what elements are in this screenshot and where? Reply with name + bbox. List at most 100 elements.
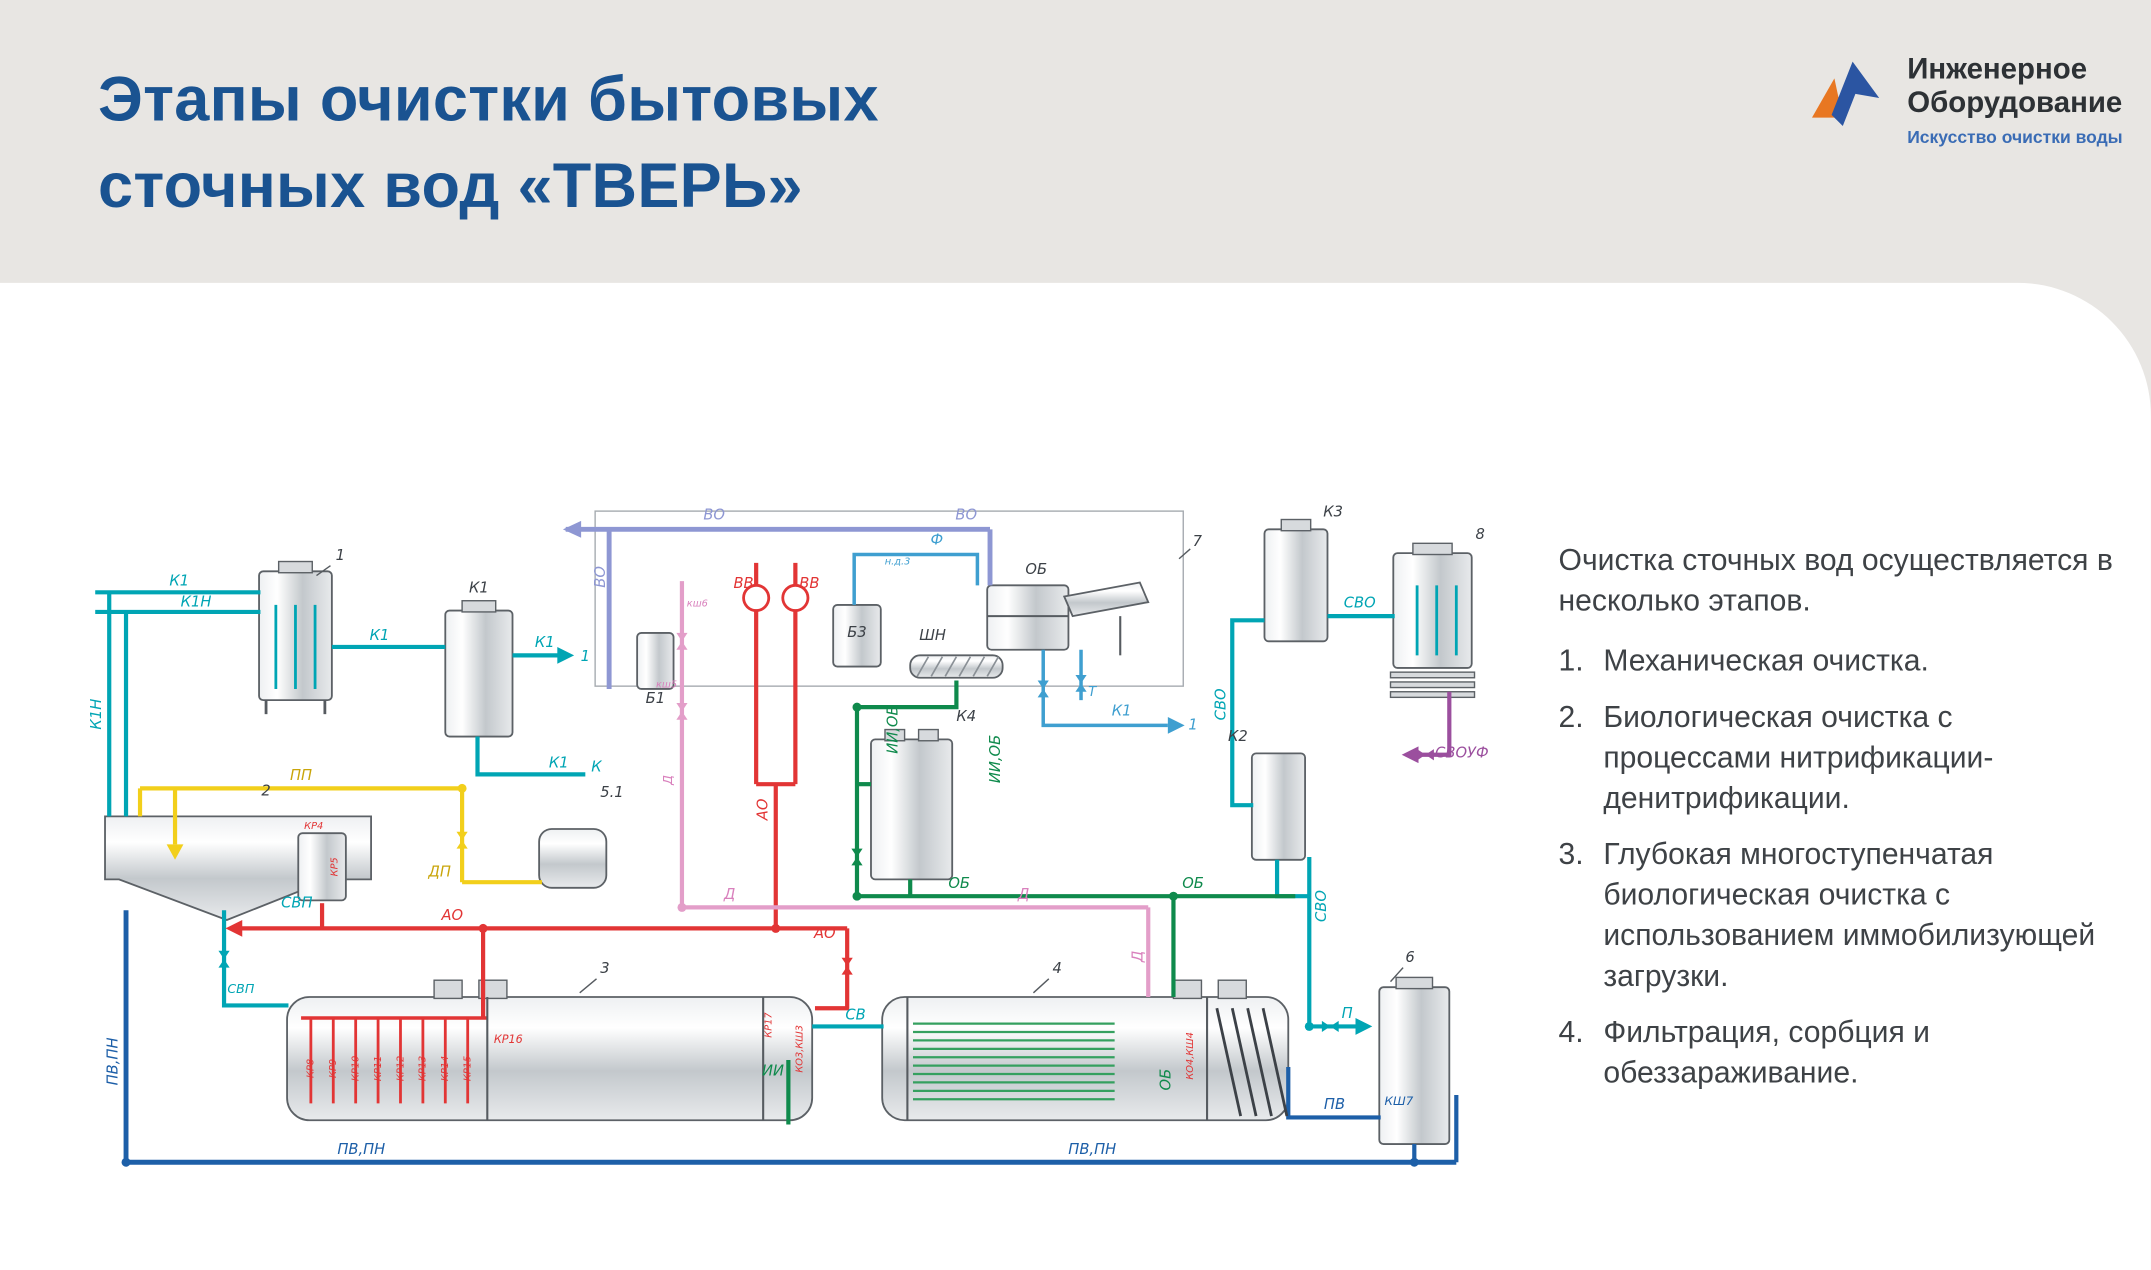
diagram-label: кш6 — [687, 598, 708, 609]
pipe — [944, 656, 958, 677]
diagram-label: ВВ — [799, 575, 819, 592]
diagram-label: Т — [1088, 685, 1097, 700]
diagram-label: ДП — [427, 864, 451, 881]
pipe-junction — [1409, 1157, 1419, 1167]
step-item: 1.Механическая очистка. — [1558, 644, 1929, 678]
description-panel: Очистка сточных вод осуществляется в нес… — [1559, 541, 2122, 1110]
diagram-label: КР16 — [494, 1033, 523, 1046]
diagram-label: К1 — [169, 572, 189, 589]
diagram-label: Д — [1017, 886, 1029, 903]
pipe-fitting — [166, 844, 184, 860]
diagram-label: 1 — [336, 547, 345, 564]
step-item: 2.Биологическая очистка с процессами нит… — [1558, 700, 1994, 815]
company-name-line-1: Инженерное — [1907, 53, 2088, 86]
tank — [986, 584, 1070, 651]
diagram-label: 1 — [1188, 717, 1197, 734]
tank-cap — [277, 560, 313, 574]
diagram-label: 2 — [261, 782, 270, 799]
pipe — [958, 656, 972, 677]
diagram-label: К1Н — [88, 699, 105, 730]
tank-cap — [1217, 979, 1247, 1000]
tank-cap — [461, 600, 497, 613]
step-item: 4.Фильтрация, сорбция и обеззараживание. — [1558, 1015, 1931, 1090]
company-logo: Инженерное Оборудование Искусство очистк… — [1804, 53, 2123, 147]
diagram-label: КО4,КШ4 — [1185, 1032, 1196, 1080]
diagram-label: 8 — [1475, 526, 1484, 543]
pipe-fitting — [225, 919, 243, 937]
diagram-label: ИИ,ОБ — [987, 735, 1004, 783]
intro-text: Очистка сточных вод осуществляется в нес… — [1558, 543, 2113, 618]
tank — [881, 996, 1290, 1122]
logo-blue-arrow — [1831, 61, 1880, 127]
diagram-label: СВП — [281, 894, 312, 911]
pipe-junction — [677, 902, 687, 912]
diagram-label: ПВ — [1324, 1096, 1345, 1113]
tank — [832, 604, 882, 668]
diagram-label: Д — [1130, 951, 1147, 963]
diagram-label: К4 — [956, 708, 976, 725]
tank-cap — [1412, 542, 1453, 556]
pump — [781, 583, 810, 612]
diagram-label: К1 — [1112, 703, 1132, 720]
pipe — [1286, 1067, 1381, 1120]
tank — [636, 632, 675, 690]
company-name-line-2: Оборудование — [1907, 86, 2123, 120]
diagram-label: КР8 — [306, 1059, 317, 1078]
pipe — [986, 656, 1000, 677]
pipe-junction — [1304, 1021, 1314, 1031]
diagram-label: АО — [813, 925, 836, 942]
pipe — [852, 552, 980, 605]
diagram-label: ВО — [955, 507, 977, 524]
pipe-junction — [852, 702, 862, 712]
diagram-label: Д — [660, 775, 675, 786]
pipe — [856, 680, 959, 710]
diagram-label: КР11 — [373, 1056, 384, 1081]
diagram-label: ОБ — [1182, 875, 1204, 892]
tank — [286, 996, 814, 1122]
tank — [1392, 552, 1473, 669]
diagram-label: КР5 — [329, 857, 340, 876]
pipe — [1041, 649, 1168, 728]
diagram-label: 4 — [1053, 960, 1062, 977]
pipe — [1274, 859, 1310, 899]
diagram-label: 6 — [1405, 949, 1414, 966]
tank-cap — [433, 979, 463, 1000]
tank-cap — [1389, 671, 1476, 679]
tank — [1378, 986, 1451, 1145]
pipe — [1178, 548, 1191, 560]
pipe — [916, 656, 930, 677]
pipe-junction — [478, 923, 488, 933]
diagram-label: КР17 — [764, 1012, 775, 1038]
pipe — [814, 928, 850, 1011]
diagram-label: КР9 — [328, 1059, 339, 1078]
pipe-fitting — [456, 831, 468, 849]
tank — [538, 828, 608, 889]
equipment-group-frame — [594, 510, 1184, 687]
pipe — [1032, 978, 1050, 994]
tank-cap — [1280, 518, 1312, 532]
diagram-label: ИИ — [762, 1062, 784, 1079]
diagram-label: СВО — [1212, 688, 1229, 720]
tank-cap — [1389, 681, 1476, 689]
steps-list: 1.Механическая очистка. 2.Биологическая о… — [1559, 641, 2122, 1093]
diagram-label: КР15 — [463, 1056, 474, 1081]
diagram-label: Б3 — [847, 624, 866, 641]
pipe — [475, 736, 586, 777]
pipe-fitting — [218, 950, 230, 968]
diagram-label: СВОУФ — [1435, 745, 1489, 762]
pipe — [972, 656, 986, 677]
pipe — [1246, 1007, 1273, 1117]
pipe-fitting — [841, 957, 853, 975]
pipe-fitting — [1355, 1018, 1373, 1035]
pipe-fitting — [1417, 749, 1434, 761]
diagram-label: К1 — [469, 579, 489, 596]
pump — [742, 583, 771, 612]
diagram-label: КР12 — [395, 1056, 406, 1081]
diagram-label: Д — [723, 886, 735, 903]
diagram-label: 3 — [600, 960, 609, 977]
diagram-label: Б1 — [646, 690, 665, 707]
diagram-label: ОБ — [1025, 561, 1047, 578]
pipe-fitting — [1401, 746, 1419, 764]
